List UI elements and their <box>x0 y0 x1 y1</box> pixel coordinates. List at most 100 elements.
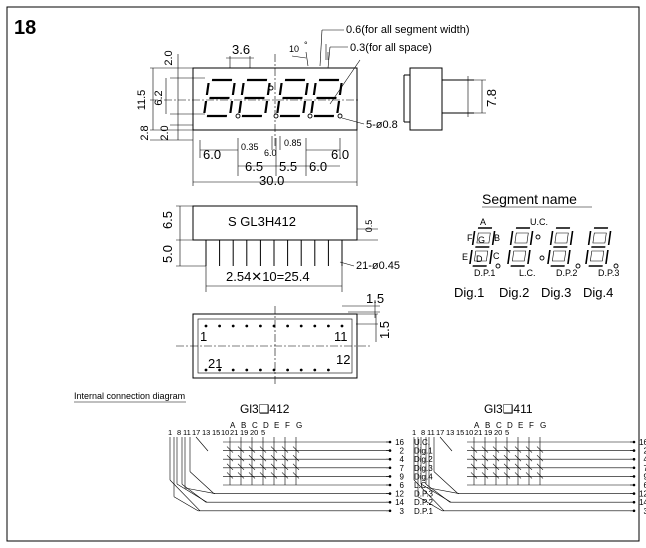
top-pin-number: 21 <box>474 428 482 437</box>
side-view: 6.5 5.0 S GL3H412 0.5 21-ø0.45 2.54✕10=2… <box>160 205 400 292</box>
row-pin-number: 3 <box>400 507 405 516</box>
top-pin-number: 1 <box>412 428 416 437</box>
dim-3-6: 3.6 <box>232 42 250 57</box>
row-pin-number: 14 <box>639 498 646 507</box>
bottom-view: 1 11 21 12 1.5 1.5 <box>176 291 392 386</box>
top-pin-number: 21 <box>230 428 238 437</box>
dim-6-0-right: 6.0 <box>331 147 349 162</box>
row-pin-number: 16 <box>639 438 646 447</box>
row-pin-number: 7 <box>400 464 405 473</box>
seg-letter: B <box>241 421 246 430</box>
row-pin-number: 14 <box>395 498 404 507</box>
seg-lc: L.C. <box>519 268 536 278</box>
dim-6-0-mid: 6.0 <box>309 159 327 174</box>
seg-a: A <box>480 217 486 227</box>
row-pin-number: 4 <box>644 455 646 464</box>
top-pin-number: 19 <box>240 428 248 437</box>
top-pin-number: 11 <box>427 428 435 437</box>
pin-hole <box>204 368 208 372</box>
side-label: S GL3H412 <box>228 214 296 229</box>
row-pin-number: 12 <box>639 490 646 499</box>
row-name: D.P.3 <box>414 490 434 499</box>
dim-angle: 10 <box>289 44 299 54</box>
row-pin-number: 3 <box>644 507 646 516</box>
row-pin-number: 6 <box>400 481 405 490</box>
top-pin-number: 19 <box>484 428 492 437</box>
row-pin-number: 2 <box>400 447 405 456</box>
svg-text:°: ° <box>304 40 308 50</box>
row-name: D.P.2 <box>414 498 434 507</box>
top-pin-number: 11 <box>183 428 191 437</box>
top-pin-number: 20 <box>494 428 502 437</box>
dig-label-4: Dig.4 <box>583 285 613 300</box>
dim-11-5: 11.5 <box>136 90 148 111</box>
top-pin-number: 5 <box>505 428 509 437</box>
seg-letter: G <box>540 421 546 430</box>
seg-dp3: D.P.3 <box>598 268 619 278</box>
seg-f: F <box>467 233 473 243</box>
row-pin-number: 9 <box>400 472 405 481</box>
seg-digit-3 <box>547 227 574 267</box>
top-pin-number: 13 <box>202 428 210 437</box>
pin-hole <box>340 324 344 328</box>
model-label: Gl3❑412 <box>240 402 290 416</box>
pin-hole <box>259 368 262 372</box>
side-dim-5-0: 5.0 <box>160 245 175 263</box>
dim-30-0: 30.0 <box>259 173 284 188</box>
row-pin-number: 16 <box>395 438 404 447</box>
top-pin-number: 15 <box>212 428 220 437</box>
seg-g: G <box>478 235 485 245</box>
end-view: 7.8 <box>403 67 499 131</box>
pin-hole <box>231 324 235 328</box>
pin-hole <box>259 324 262 328</box>
seg-letter: C <box>252 421 258 430</box>
figure-number: 18 <box>14 17 36 39</box>
top-pin-number: 17 <box>436 428 444 437</box>
dim-6-0-left: 6.0 <box>203 147 221 162</box>
top-pin-number: 8 <box>177 428 181 437</box>
seg-letter: F <box>285 421 290 430</box>
row-name: Dig.4 <box>414 472 433 481</box>
row-pin-number: 6 <box>644 481 646 490</box>
dim-7-8: 7.8 <box>484 89 499 107</box>
digit-1 <box>203 78 236 118</box>
pin-label-12: 12 <box>336 352 350 367</box>
dim-6-0-small: 6.0 <box>264 148 277 158</box>
digit-3 <box>276 78 309 118</box>
model-label: Gl3❑411 <box>484 402 533 416</box>
top-pin-number: 20 <box>250 428 258 437</box>
row-name: Dig.1 <box>414 447 433 456</box>
pin-hole <box>299 368 303 372</box>
seg-dp2: D.P.2 <box>556 268 577 278</box>
seg-letter: A <box>230 421 236 430</box>
row-name: Dig.2 <box>414 455 433 464</box>
row-name: Dig.3 <box>414 464 433 473</box>
internal-title: Internal connection diagram <box>74 391 185 401</box>
dig-label-1: Dig.1 <box>454 285 484 300</box>
pin-label-11: 11 <box>334 329 348 344</box>
seg-letter: G <box>296 421 302 430</box>
row-name: D.P.1 <box>414 507 434 516</box>
seg-e: E <box>462 252 468 262</box>
row-name: U.C. <box>414 438 430 447</box>
pin-hole <box>204 324 208 328</box>
row-pin-number: 2 <box>644 447 646 456</box>
pin-hole <box>313 368 317 372</box>
dim-2-8: 2.8 <box>139 125 151 140</box>
top-pin-number: 10 <box>221 428 229 437</box>
seg-c: C <box>493 251 500 261</box>
top-pin-number: 8 <box>421 428 425 437</box>
seg-digit-2 <box>507 227 534 267</box>
pin-hole <box>286 368 289 372</box>
seg-letter: F <box>529 421 534 430</box>
seg-letter: C <box>496 421 502 430</box>
seg-letter: A <box>474 421 480 430</box>
dim-2-0-bot: 2.0 <box>159 125 171 140</box>
seg-letter: E <box>274 421 279 430</box>
top-pin-number: 5 <box>261 428 265 437</box>
top-view: 2.0 11.5 6.2 2.8 2.0 3.6 10 ° <box>136 24 470 188</box>
bottom-dim-1-5-b: 1.5 <box>377 321 392 339</box>
top-pin-number: 10 <box>465 428 473 437</box>
row-name: L.C. <box>414 481 429 490</box>
